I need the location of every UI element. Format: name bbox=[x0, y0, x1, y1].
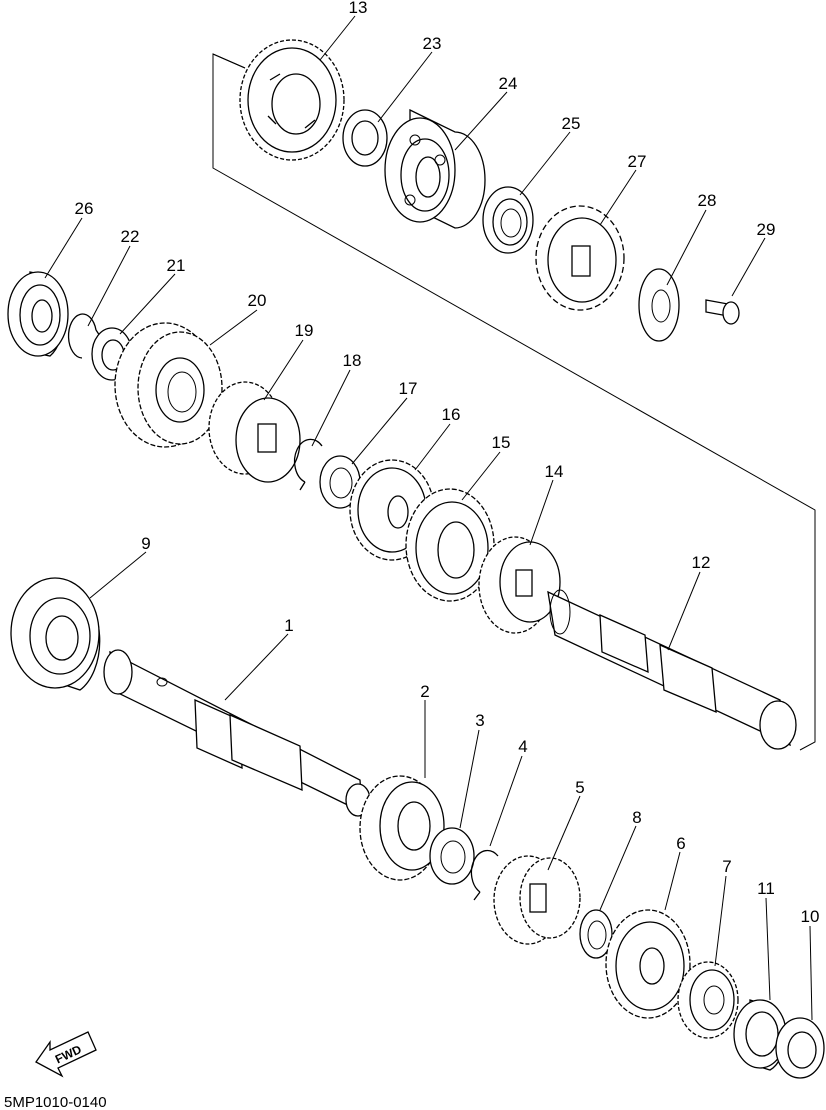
leader-lines bbox=[44, 15, 813, 1021]
part-7-gear bbox=[677, 961, 739, 1039]
part-13-gear bbox=[239, 39, 345, 161]
callout-28: 28 bbox=[698, 191, 717, 210]
callout-21: 21 bbox=[167, 256, 186, 275]
callout-24: 24 bbox=[499, 74, 518, 93]
callout-13: 13 bbox=[349, 0, 368, 17]
callout-23: 23 bbox=[423, 34, 442, 53]
part-3-washer bbox=[429, 827, 475, 885]
callout-numbers: 13 23 24 25 27 28 29 26 22 21 20 19 18 1… bbox=[75, 0, 820, 926]
part-17-washer bbox=[319, 455, 361, 509]
part-4-circlip bbox=[470, 849, 499, 901]
part-20-gear bbox=[114, 322, 223, 448]
part-19-gear bbox=[208, 381, 301, 483]
part-24-bearing bbox=[384, 108, 486, 229]
part-6-gear bbox=[605, 909, 691, 1019]
callout-10: 10 bbox=[801, 907, 820, 926]
callout-20: 20 bbox=[248, 291, 267, 310]
callout-25: 25 bbox=[562, 114, 581, 133]
fwd-arrow: FWD bbox=[35, 1031, 97, 1078]
callout-27: 27 bbox=[628, 152, 647, 171]
part-1-main-axle bbox=[103, 649, 371, 817]
part-14-gear bbox=[478, 536, 561, 634]
callout-15: 15 bbox=[492, 433, 511, 452]
assembly-frame-segment bbox=[212, 53, 246, 69]
callout-7: 7 bbox=[722, 857, 731, 876]
callout-8: 8 bbox=[632, 808, 641, 827]
diagram-code: 5MP1010-0140 bbox=[4, 1094, 107, 1110]
callout-11: 11 bbox=[757, 879, 775, 898]
callout-19: 19 bbox=[295, 321, 314, 340]
callout-18: 18 bbox=[343, 351, 362, 370]
part-5-gear bbox=[493, 855, 581, 945]
callout-12: 12 bbox=[692, 553, 711, 572]
callout-9: 9 bbox=[141, 534, 150, 553]
part-27-sprocket bbox=[535, 205, 625, 311]
callout-17: 17 bbox=[399, 379, 418, 398]
callout-1: 1 bbox=[284, 616, 293, 635]
part-10-oil-seal bbox=[775, 1017, 825, 1079]
callout-16: 16 bbox=[442, 405, 461, 424]
part-8-washer bbox=[579, 909, 613, 959]
callout-3: 3 bbox=[475, 711, 484, 730]
callout-29: 29 bbox=[757, 220, 776, 239]
part-9-bearing bbox=[10, 577, 101, 691]
callout-2: 2 bbox=[420, 682, 429, 701]
callout-5: 5 bbox=[575, 778, 584, 797]
part-2-gear bbox=[359, 775, 445, 881]
part-26-bearing bbox=[7, 271, 69, 357]
part-23-washer bbox=[342, 109, 388, 167]
part-25-oil-seal bbox=[482, 186, 534, 254]
part-28-lock-washer bbox=[638, 268, 680, 342]
part-29-bolt bbox=[705, 299, 740, 325]
part-12-drive-axle bbox=[547, 589, 797, 750]
callout-22: 22 bbox=[121, 227, 140, 246]
callout-4: 4 bbox=[518, 737, 527, 756]
callout-14: 14 bbox=[545, 462, 564, 481]
callout-26: 26 bbox=[75, 199, 94, 218]
part-15-gear bbox=[405, 488, 495, 602]
callout-6: 6 bbox=[676, 834, 685, 853]
part-18-circlip bbox=[293, 438, 323, 491]
